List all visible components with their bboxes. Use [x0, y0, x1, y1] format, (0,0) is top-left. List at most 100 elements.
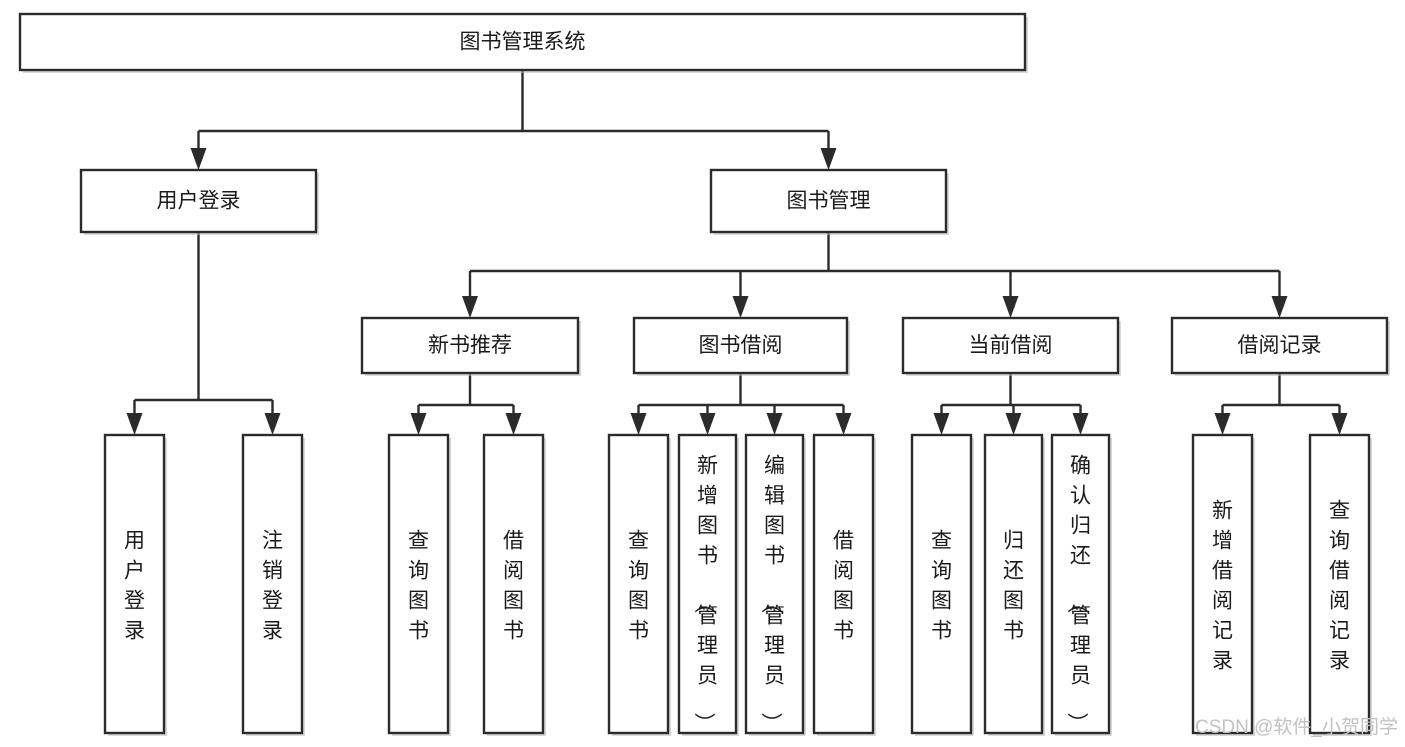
glyph: 增 [1212, 529, 1233, 552]
glyph: 书 [408, 619, 429, 642]
glyph: 理 [1070, 634, 1091, 657]
glyph: 用 [124, 529, 145, 552]
node-rect-book-borrow[interactable] [632, 316, 849, 375]
glyph: （ [759, 592, 782, 613]
node-borrow-records[interactable]: 借阅记录 [1170, 316, 1390, 376]
glyph: 理 [697, 634, 718, 657]
glyph: 询 [1329, 529, 1350, 552]
node-rect-leaf-borrow-book-rec[interactable] [482, 433, 545, 735]
glyph: 辑 [764, 484, 785, 507]
node-leaf-confirm-return[interactable]: 确认归还（管理员） [1050, 433, 1112, 736]
arrow-head-leaf-borrow-book-rec [505, 413, 522, 435]
node-rect-leaf-edit-book[interactable] [744, 433, 805, 735]
node-rect-leaf-add-record[interactable] [1191, 433, 1254, 735]
glyph: 销 [262, 559, 283, 582]
glyph: 录 [1212, 649, 1233, 672]
arrow-head-user-login [190, 148, 207, 170]
node-leaf-query-record[interactable]: 查询借阅记录 [1308, 433, 1372, 736]
node-rect-current-borrow[interactable] [901, 316, 1120, 375]
arrow-head-new-book-recommend [462, 296, 478, 318]
node-user-login[interactable]: 用户登录 [79, 168, 319, 235]
node-new-book-recommend[interactable]: 新书推荐 [360, 316, 581, 376]
node-book-borrow[interactable]: 图书借阅 [632, 316, 850, 376]
node-leaf-edit-book[interactable]: 编辑图书（管理员） [744, 433, 806, 736]
glyph: 员 [697, 664, 718, 687]
arrow-head-leaf-query-record [1331, 413, 1348, 435]
connector-layer [126, 70, 1348, 435]
node-label-leaf-query-record: 查询借阅记录 [1329, 499, 1350, 672]
glyph: ） [1065, 712, 1088, 733]
node-leaf-add-record[interactable]: 新增借阅记录 [1191, 433, 1255, 736]
arrow-head-book-borrow [732, 296, 749, 318]
glyph: 管 [764, 604, 785, 627]
node-leaf-user-login[interactable]: 用户登录 [103, 433, 167, 736]
glyph: 图 [408, 589, 429, 612]
node-rect-borrow-records[interactable] [1170, 316, 1389, 375]
node-rect-leaf-add-book[interactable] [677, 433, 738, 735]
glyph: 还 [1070, 544, 1091, 567]
glyph: 确 [1070, 454, 1091, 477]
node-label-root: 图书管理系统 [460, 31, 586, 54]
glyph: 记 [1329, 619, 1350, 642]
node-leaf-borrow-book-rec[interactable]: 借阅图书 [482, 433, 546, 736]
node-rect-book-management[interactable] [709, 168, 948, 234]
arrow-head-leaf-user-login [126, 413, 143, 435]
arrow-head-leaf-add-book [699, 413, 716, 435]
node-current-borrow[interactable]: 当前借阅 [901, 316, 1121, 376]
glyph: 编 [764, 454, 785, 477]
glyph: 阅 [833, 559, 854, 582]
node-leaf-query-book-rec[interactable]: 查询图书 [387, 433, 451, 736]
glyph: 书 [764, 544, 785, 567]
node-leaf-query-book-borrow[interactable]: 查询图书 [607, 433, 671, 736]
glyph: 借 [503, 529, 524, 552]
glyph: （ [1065, 592, 1088, 613]
glyph: 阅 [1212, 589, 1233, 612]
node-rect-leaf-confirm-return[interactable] [1050, 433, 1111, 735]
node-rect-leaf-query-book-current[interactable] [910, 433, 973, 735]
glyph: 新 [1212, 499, 1233, 522]
arrow-head-leaf-borrow-book [835, 413, 852, 435]
node-label-leaf-query-book-current: 查询图书 [931, 529, 952, 642]
node-rect-user-login[interactable] [79, 168, 318, 234]
node-leaf-borrow-book[interactable]: 借阅图书 [812, 433, 876, 736]
arrow-head-current-borrow [1002, 296, 1019, 318]
node-rect-leaf-query-record[interactable] [1308, 433, 1371, 735]
node-root[interactable]: 图书管理系统 [18, 12, 1028, 73]
node-leaf-logout[interactable]: 注销登录 [241, 433, 305, 736]
node-label-leaf-add-record: 新增借阅记录 [1212, 499, 1233, 672]
node-book-management[interactable]: 图书管理 [709, 168, 949, 235]
glyph: 图 [1003, 589, 1024, 612]
arrow-head-leaf-query-book-borrow [630, 413, 647, 435]
glyph: 询 [931, 559, 952, 582]
node-rect-leaf-query-book-rec[interactable] [387, 433, 450, 735]
glyph: 书 [1003, 619, 1024, 642]
arrow-head-book-management [820, 148, 837, 170]
glyph: 图 [931, 589, 952, 612]
glyph: 书 [931, 619, 952, 642]
node-rect-leaf-borrow-book[interactable] [812, 433, 875, 735]
node-rect-leaf-query-book-borrow[interactable] [607, 433, 670, 735]
glyph: 阅 [1329, 589, 1350, 612]
node-rect-leaf-user-login[interactable] [103, 433, 166, 735]
glyph: 归 [1003, 529, 1024, 552]
node-rect-leaf-logout[interactable] [241, 433, 304, 735]
arrow-head-leaf-edit-book [766, 413, 783, 435]
node-label-book-management: 图书管理 [787, 190, 871, 213]
glyph: 图 [628, 589, 649, 612]
node-rect-root[interactable] [18, 12, 1027, 72]
glyph: 查 [931, 529, 952, 552]
node-rect-new-book-recommend[interactable] [360, 316, 580, 375]
arrow-head-leaf-return-book [1005, 413, 1022, 435]
node-leaf-return-book[interactable]: 归还图书 [983, 433, 1045, 736]
glyph: 询 [628, 559, 649, 582]
node-label-new-book-recommend: 新书推荐 [428, 334, 512, 357]
node-leaf-add-book[interactable]: 新增图书（管理员） [677, 433, 739, 736]
glyph: 注 [262, 529, 283, 552]
node-leaf-query-book-current[interactable]: 查询图书 [910, 433, 974, 736]
glyph: 查 [408, 529, 429, 552]
node-rect-leaf-return-book[interactable] [983, 433, 1044, 735]
glyph: 登 [124, 589, 145, 612]
glyph: 书 [503, 619, 524, 642]
glyph: 员 [764, 664, 785, 687]
